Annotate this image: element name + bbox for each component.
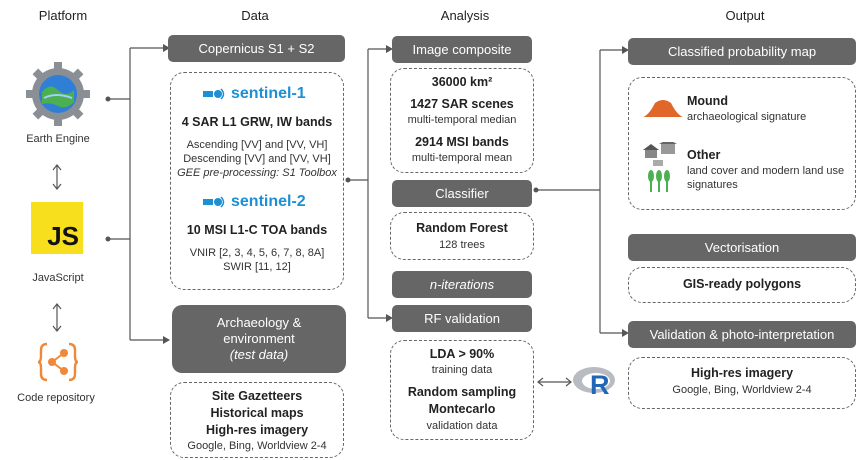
high-res-imagery: High-res imagery — [205, 423, 309, 437]
copernicus-header: Copernicus S1 + S2 — [168, 35, 345, 62]
land-use-icon — [643, 142, 677, 192]
s2-vnir: VNIR [2, 3, 4, 5, 6, 7, 8, 8A] — [189, 247, 325, 259]
composite-box: 36000 km² 1427 SAR scenes multi-temporal… — [390, 68, 534, 173]
column-header-output: Output — [725, 8, 765, 23]
rf-validation-header: RF validation — [392, 305, 532, 332]
earth-engine-label: Earth Engine — [26, 133, 90, 145]
output-sources: Google, Bing, Worldview 2-4 — [672, 384, 812, 396]
n-iterations-header: n-iterations — [392, 271, 532, 298]
area-km2: 36000 km² — [431, 75, 493, 89]
msi-bands: 2914 MSI bands — [415, 135, 509, 149]
column-header-data: Data — [241, 8, 269, 23]
share-icon — [38, 342, 78, 382]
s1-ascending: Ascending [VV] and [VV, VH] — [186, 139, 328, 151]
s2-swir: SWIR [11, 12] — [223, 261, 291, 273]
sentinel-1-logo: sentinel-1 — [203, 85, 306, 103]
random-forest: Random Forest — [416, 221, 508, 235]
satellite-icon — [203, 88, 225, 100]
s1-descending: Descending [VV] and [VV, VH] — [183, 153, 331, 165]
archaeology-line1: Archaeology & — [216, 315, 302, 330]
site-gazetteers: Site Gazetteers — [211, 389, 303, 403]
sar-scenes: 1427 SAR scenes — [410, 97, 514, 111]
javascript-icon: JS — [31, 202, 83, 254]
js-logo-text: JS — [47, 221, 79, 251]
archaeology-header: Archaeology & environment (test data) — [172, 305, 346, 373]
javascript-label: JavaScript — [32, 272, 84, 284]
msi-mean: multi-temporal mean — [411, 152, 513, 164]
sar-median: multi-temporal median — [407, 114, 517, 126]
s2-bands: 10 MSI L1-C TOA bands — [186, 223, 328, 237]
random-sampling: Random sampling — [407, 385, 517, 399]
trees-count: 128 trees — [439, 239, 485, 251]
s1-bands: 4 SAR L1 GRW, IW bands — [181, 115, 333, 129]
sentinel-1-text: sentinel-1 — [231, 85, 306, 102]
validation-data: validation data — [426, 420, 498, 432]
sentinel-2-text: sentinel-2 — [231, 193, 306, 210]
gis-polygons: GIS-ready polygons — [682, 277, 802, 291]
r-logo-ring — [573, 367, 615, 393]
validation-box: LDA > 90% training data Random sampling … — [390, 340, 534, 440]
vectorisation-header: Vectorisation — [628, 234, 856, 261]
earth-engine-icon — [26, 62, 90, 126]
archaeology-line2: environment — [223, 331, 295, 346]
mound-description: archaeological signature — [687, 111, 807, 123]
output-high-res: High-res imagery — [690, 366, 794, 380]
test-data-box: Site Gazetteers Historical maps High-res… — [170, 382, 344, 458]
image-composite-header: Image composite — [392, 36, 532, 63]
r-letter: R — [590, 370, 610, 400]
sentinel-box: sentinel-1 4 SAR L1 GRW, IW bands Ascend… — [170, 72, 344, 290]
archaeology-line3: (test data) — [229, 347, 289, 362]
other-description-2: signatures — [687, 179, 738, 191]
classified-map-box: Mound archaeological signature Other lan… — [628, 77, 856, 210]
code-repository-label: Code repository — [17, 392, 95, 404]
vectorisation-box: GIS-ready polygons — [628, 267, 856, 303]
other-description-1: land cover and modern land use — [687, 165, 845, 177]
training-data: training data — [431, 364, 493, 376]
classifier-header: Classifier — [392, 180, 532, 207]
s1-gee-preprocessing: GEE pre-processing: S1 Toolbox — [177, 167, 337, 179]
sentinel-2-logo: sentinel-2 — [203, 193, 306, 211]
classifier-box: Random Forest 128 trees — [390, 212, 534, 260]
imagery-sources: Google, Bing, Worldview 2-4 — [187, 440, 327, 452]
montecarlo: Montecarlo — [428, 402, 496, 416]
mound-icon — [643, 100, 683, 117]
mound-label: Mound — [687, 94, 728, 108]
validation-photo-box: High-res imagery Google, Bing, Worldview… — [628, 357, 856, 409]
classified-map-header: Classified probability map — [628, 38, 856, 65]
lda-score: LDA > 90% — [429, 347, 495, 361]
column-header-platform: Platform — [38, 8, 88, 23]
satellite-icon — [203, 196, 225, 208]
historical-maps: Historical maps — [210, 406, 304, 420]
other-label: Other — [687, 148, 721, 162]
column-header-analysis: Analysis — [440, 8, 490, 23]
validation-photo-header: Validation & photo-interpretation — [628, 321, 856, 348]
r-logo-icon: R — [572, 364, 618, 400]
